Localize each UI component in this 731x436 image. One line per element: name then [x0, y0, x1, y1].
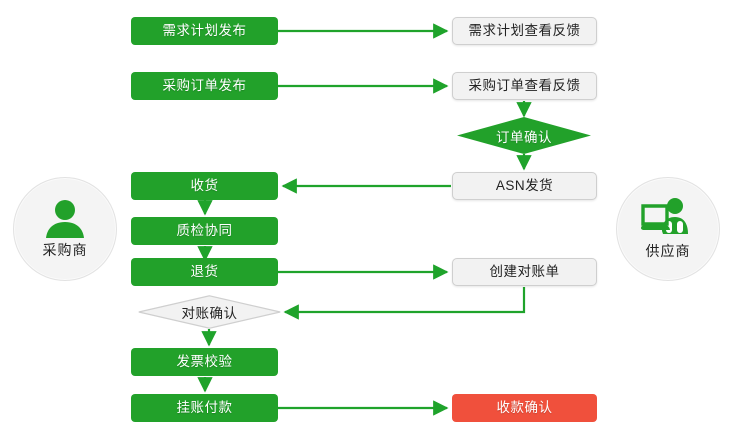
node-statement-confirm[interactable]: 对账确认 [138, 295, 281, 329]
actor-supplier-label: 供应商 [645, 242, 691, 259]
node-order-confirm-label: 订单确认 [496, 129, 552, 145]
node-create-statement[interactable]: 创建对账单 [452, 258, 597, 286]
node-quality-collab[interactable]: 质检协同 [131, 217, 278, 245]
person-avatar-icon [43, 199, 87, 239]
node-receipt-confirm[interactable]: 收款确认 [452, 394, 597, 422]
node-pay-on-account[interactable]: 挂账付款 [131, 394, 278, 422]
node-invoice-verify[interactable]: 发票校验 [131, 348, 278, 376]
actor-buyer-label: 采购商 [42, 241, 88, 258]
node-statement-confirm-label: 对账确认 [181, 306, 238, 321]
node-demand-plan-feedback[interactable]: 需求计划查看反馈 [452, 17, 597, 45]
actor-buyer[interactable]: 采购商 [13, 177, 117, 281]
node-order-confirm[interactable]: 订单确认 [457, 117, 591, 154]
edge-create-statement-to-statement-confirm [283, 287, 526, 320]
person-at-computer-icon [641, 197, 695, 240]
node-po-publish[interactable]: 采购订单发布 [131, 72, 278, 100]
node-goods-receipt[interactable]: 收货 [131, 172, 278, 200]
node-asn-shipment[interactable]: ASN发货 [452, 172, 597, 200]
node-demand-plan-publish[interactable]: 需求计划发布 [131, 17, 278, 45]
actor-supplier[interactable]: 供应商 [616, 177, 720, 281]
node-return-goods[interactable]: 退货 [131, 258, 278, 286]
node-po-feedback[interactable]: 采购订单查看反馈 [452, 72, 597, 100]
